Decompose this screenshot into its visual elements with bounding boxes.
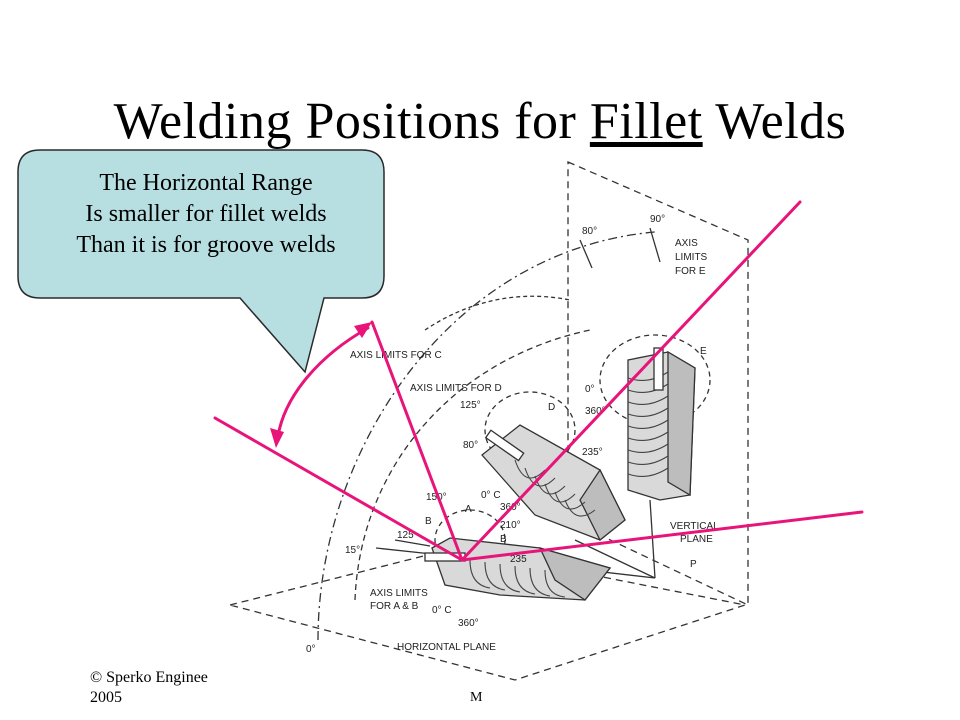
label-letter-e: E bbox=[700, 346, 707, 357]
label-deg-0-c-low: 0° C bbox=[432, 605, 452, 616]
slide-title: Welding Positions for Fillet Welds bbox=[0, 92, 960, 151]
label-deg-235-d: 235° bbox=[582, 447, 603, 458]
horizontal-range-arc bbox=[276, 326, 370, 438]
orbit-ring-e bbox=[599, 334, 711, 426]
label-deg-210: 210° bbox=[500, 520, 521, 531]
label-deg-125-b: 125 bbox=[397, 530, 414, 541]
overlay-line-right bbox=[460, 510, 864, 562]
label-axis-limits-c: AXIS LIMITS FOR C bbox=[350, 350, 442, 361]
horizontal-plane bbox=[227, 547, 748, 681]
callout-bubble bbox=[17, 149, 385, 374]
callout-line-2: Is smaller for fillet welds bbox=[85, 201, 327, 227]
label-horizontal-plane: HORIZONTAL PLANE bbox=[397, 642, 496, 653]
label-deg-0c: 0° C bbox=[481, 490, 501, 501]
label-letter-b2: B bbox=[500, 534, 507, 545]
label-letter-p: P bbox=[690, 559, 697, 570]
label-letter-b1: B bbox=[425, 516, 432, 527]
outer-reference-arc bbox=[317, 231, 656, 641]
callout-text: The Horizontal Range Is smaller for fill… bbox=[22, 168, 390, 261]
range-arrowhead-lower bbox=[270, 428, 284, 448]
label-axis-ab-1: AXIS LIMITS bbox=[370, 588, 428, 599]
footer-line-2: 2005 bbox=[90, 689, 122, 706]
label-deg-360-e: 360° bbox=[585, 406, 606, 417]
footer-middle-text: M bbox=[470, 690, 483, 705]
orbit-ring-ab bbox=[434, 509, 506, 571]
title-part-1: Welding Positions for bbox=[113, 93, 590, 150]
label-axis-e-3: FOR E bbox=[675, 266, 706, 277]
label-deg-15: 15° bbox=[345, 545, 360, 556]
label-deg-150: 150° bbox=[426, 492, 447, 503]
label-deg-235-b: 235 bbox=[510, 554, 527, 565]
overlay-line-upper-right bbox=[460, 200, 802, 562]
vertical-plane bbox=[567, 161, 749, 607]
callout-line-3: Than it is for groove welds bbox=[76, 232, 336, 258]
range-arrowhead-upper bbox=[354, 322, 372, 338]
label-letter-a: A bbox=[465, 504, 472, 515]
title-part-2: Welds bbox=[702, 93, 847, 150]
label-deg-0-floor: 0° bbox=[306, 644, 316, 655]
label-axis-e-2: LIMITS bbox=[675, 252, 708, 263]
title-part-underlined: Fillet bbox=[589, 93, 703, 150]
label-deg-0-e: 0° bbox=[585, 384, 595, 395]
footer-copyright: © Sperko Enginee 2005 bbox=[90, 668, 208, 708]
footer-line-1: © Sperko Enginee bbox=[90, 669, 208, 686]
label-letter-d: D bbox=[548, 402, 555, 413]
label-axis-ab-2: FOR A & B bbox=[370, 601, 419, 612]
label-deg-80-d: 80° bbox=[463, 440, 478, 451]
callout-line-1: The Horizontal Range bbox=[99, 170, 313, 196]
label-vertical-plane-1: VERTICAL bbox=[670, 521, 719, 532]
label-deg-360-low: 360° bbox=[458, 618, 479, 629]
specimen-ab bbox=[424, 537, 612, 601]
label-vertical-plane-2: PLANE bbox=[680, 534, 713, 545]
label-deg-90: 90° bbox=[650, 214, 665, 225]
label-axis-e-1: AXIS bbox=[675, 238, 698, 249]
specimen-e bbox=[627, 347, 696, 501]
label-deg-125-d: 125° bbox=[460, 400, 481, 411]
label-deg-80-top: 80° bbox=[582, 226, 597, 237]
inner-reference-arc bbox=[354, 329, 591, 601]
overlay-line-steep bbox=[370, 320, 464, 562]
specimen-d bbox=[481, 424, 626, 542]
overlay-line-low-left bbox=[213, 416, 464, 562]
axis-limit-arc-c bbox=[424, 295, 571, 331]
label-axis-limits-d: AXIS LIMITS FOR D bbox=[410, 383, 502, 394]
